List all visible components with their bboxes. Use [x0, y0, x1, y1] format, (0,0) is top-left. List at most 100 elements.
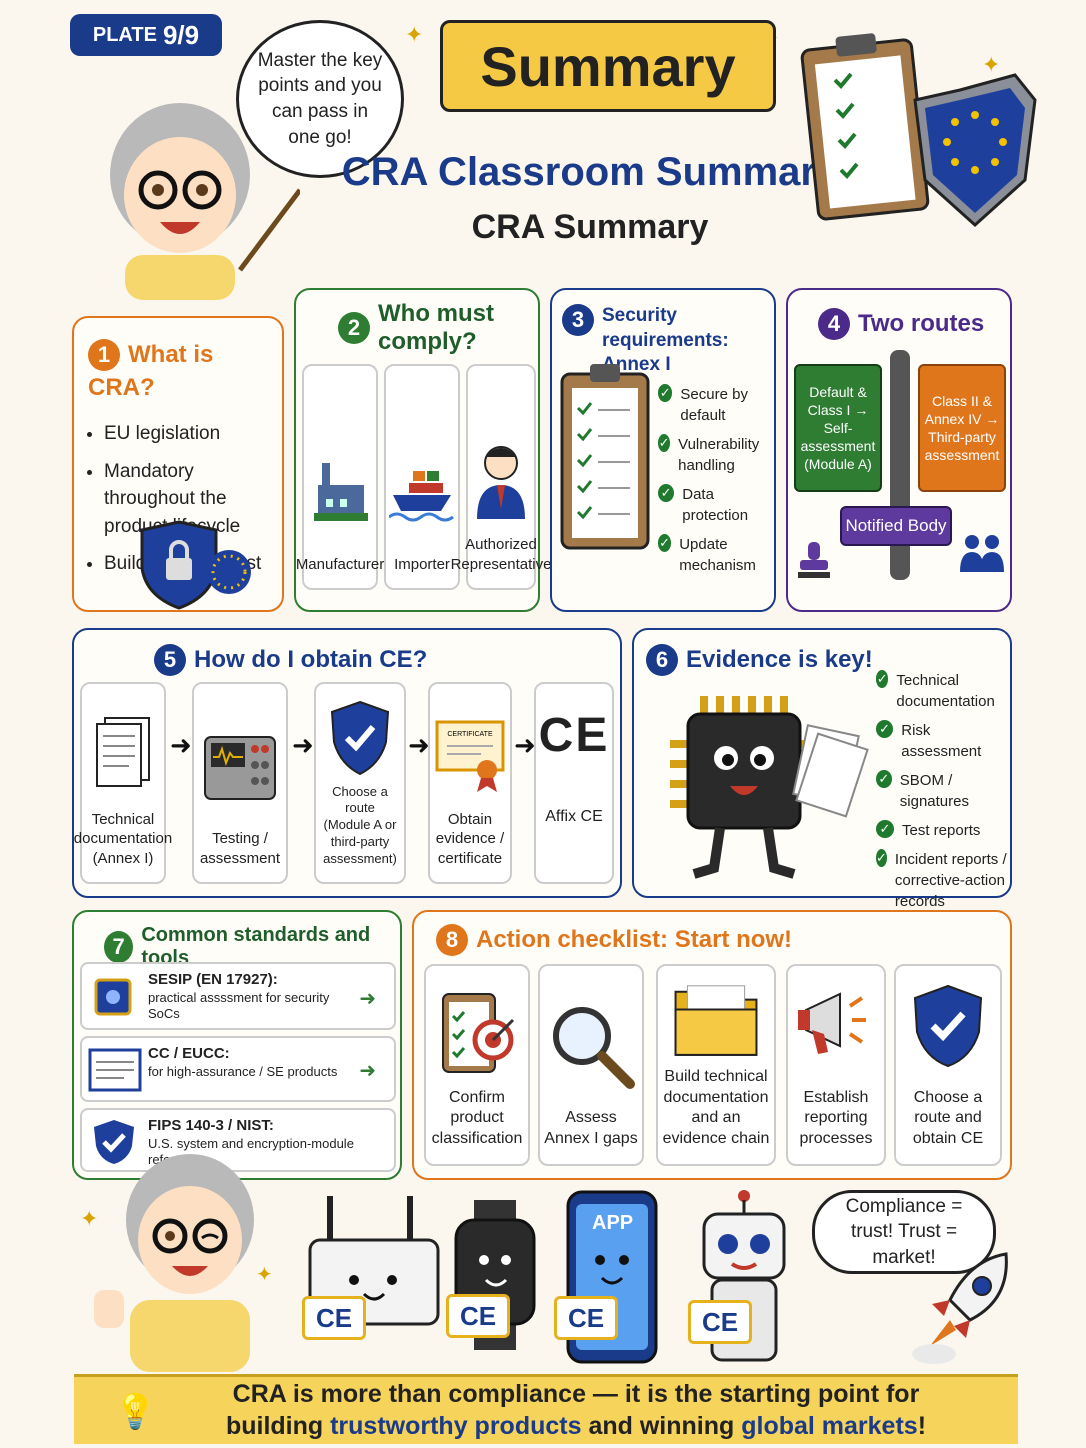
- arrow-right-icon: ➜: [514, 730, 536, 760]
- sparkle-icon: ✦: [256, 1264, 273, 1286]
- chip-mascot-icon: [670, 696, 869, 879]
- section-8-title: Action checklist: Start now!: [476, 926, 793, 953]
- section-5-number: 5: [154, 644, 186, 676]
- evidence-item-label: Test reports: [902, 822, 981, 839]
- app-label: APP: [592, 1212, 634, 1234]
- role-label: Manufacturer: [295, 555, 385, 573]
- teacher-thumbs-up-icon: [94, 1154, 254, 1372]
- section-2-title: Who must comply?: [378, 300, 494, 355]
- section-7-header: 7 Common standards and tools: [104, 924, 400, 970]
- page-subtitle: CRA Summary: [471, 208, 709, 246]
- megaphone-icon: [798, 992, 866, 1054]
- checklist-clipboard-icon: [560, 364, 650, 550]
- lock-shield-icon: [140, 520, 251, 610]
- evidence-item: ✓ SBOM / signatures: [876, 770, 1010, 812]
- security-item-label: Update mechanism: [679, 536, 756, 574]
- certificate-icon: CERTIFICATE: [435, 720, 505, 792]
- bottom-line-2: building trustworthy products and winnin…: [226, 1411, 926, 1442]
- check-icon: ✓: [658, 534, 672, 552]
- section-action-checklist: 8 Action checklist: Start now! Confirm p…: [412, 910, 1012, 1180]
- check-icon: ✓: [876, 770, 892, 788]
- evidence-list: ✓Technical documentation ✓Risk assessmen…: [876, 670, 1010, 920]
- section-5-title: How do I obtain CE?: [194, 646, 428, 673]
- evidence-item-label: Incident reports / corrective-action rec…: [894, 851, 1007, 910]
- ce-mark: CE: [538, 708, 610, 762]
- standard-name: SESIP (EN 17927):: [148, 971, 278, 988]
- security-item-label: Vulnerability handling: [678, 436, 760, 474]
- section-4-number: 4: [818, 308, 850, 340]
- clipboard-target-icon: [442, 992, 515, 1073]
- ce-step-label: Choose a route (Module A or third-party …: [323, 783, 397, 867]
- standard-row-cc-eucc: CC / EUCC: for high-assurance / SE produ…: [80, 1036, 396, 1102]
- section-evidence: 6 Evidence is key! ✓Technical documentat…: [632, 628, 1012, 910]
- section-two-routes: 4 Two routes Default & Class I → Self-as…: [786, 288, 1012, 612]
- arrow-right-icon: ➜: [359, 988, 376, 1010]
- shield-check-icon: [330, 700, 390, 775]
- section-who-must-comply: 2 Who must comply? Manufacturer Importer…: [294, 288, 551, 612]
- section-4-title: Two routes: [858, 310, 985, 337]
- section-4-header: 4 Two routes: [818, 308, 984, 340]
- page-title: CRA Classroom Summary: [341, 150, 839, 194]
- rocket-icon: [912, 1252, 1008, 1364]
- arrow-right-icon: ➜: [292, 730, 314, 760]
- chip-icon: [94, 978, 132, 1016]
- security-item: ✓Secure by default: [658, 384, 774, 426]
- standard-desc: for high-assurance / SE products: [148, 1063, 338, 1079]
- check-icon: ✓: [658, 434, 671, 452]
- standard-row-fips: FIPS 140-3 / NIST: U.S. system and encry…: [80, 1108, 396, 1172]
- router-device: CE: [300, 1196, 448, 1366]
- check-icon: ✓: [876, 720, 894, 738]
- action-card-documentation: Build technical documentation and an evi…: [656, 964, 776, 1166]
- phone-device: APP CE: [554, 1190, 664, 1370]
- action-label: Choose a route and obtain CE: [912, 1088, 984, 1148]
- security-item: ✓Data protection: [658, 484, 774, 526]
- role-card-importer: Importer: [384, 364, 460, 590]
- highlight-trustworthy: trustworthy products: [330, 1411, 582, 1440]
- check-icon: ✓: [876, 849, 887, 867]
- check-icon: ✓: [876, 820, 894, 838]
- cargo-ship-icon: [389, 470, 454, 521]
- section-6-number: 6: [646, 644, 678, 676]
- bottom-line-1: CRA is more than compliance — it is the …: [232, 1380, 920, 1409]
- documents-icon: [96, 716, 150, 787]
- plate-tag: PLATE 9/9: [70, 14, 222, 56]
- security-item-label: Data protection: [682, 486, 749, 524]
- ce-step-label: Technical documentation (Annex I): [73, 810, 173, 867]
- summary-banner: Summary: [440, 20, 776, 112]
- action-card-obtain-ce: Choose a route and obtain CE: [894, 964, 1002, 1166]
- route-sign-self-assessment: Default & Class I → Self-assessment (Mod…: [794, 364, 882, 492]
- evidence-item: ✓ Test reports: [876, 820, 1010, 841]
- section-7-number: 7: [104, 931, 134, 963]
- ce-step-documentation: Technical documentation (Annex I): [74, 682, 172, 884]
- sparkle-icon: ✦: [982, 52, 1001, 77]
- ce-step-choose-route: Choose a route (Module A or third-party …: [314, 682, 406, 884]
- security-list: ✓Secure by default ✓ Vulnerability handli…: [658, 384, 774, 584]
- shield-check-icon: [94, 1120, 134, 1164]
- route-label: Default & Class I → Self-assessment (Mod…: [800, 383, 876, 473]
- section-2-header: 2 Who must comply?: [338, 300, 508, 355]
- ce-badge: CE: [446, 1294, 510, 1338]
- ce-step-label: Obtain evidence / certificate: [435, 810, 505, 867]
- role-label: Importer: [394, 555, 450, 573]
- role-card-authorized-representative: Authorized Representative: [451, 364, 551, 590]
- bottom-text: !: [917, 1411, 927, 1440]
- standard-name: FIPS 140-3 / NIST:: [148, 1117, 274, 1134]
- action-label: Confirm product classification: [431, 1088, 523, 1148]
- evidence-item-label: SBOM / signatures: [899, 772, 969, 810]
- speech-bubble-top: Master the key points and you can pass i…: [236, 20, 404, 178]
- standard-row-sesip: SESIP (EN 17927): practical assssment fo…: [80, 962, 396, 1030]
- section-8-header: 8 Action checklist: Start now!: [436, 924, 792, 956]
- section-5-header: 5 How do I obtain CE?: [154, 644, 427, 676]
- svg-text:CERTIFICATE: CERTIFICATE: [447, 731, 493, 738]
- plate-label: PLATE: [92, 23, 157, 46]
- route-sign-third-party: Class II & Annex IV → Third-party assess…: [918, 364, 1006, 492]
- plate-number: 9/9: [162, 19, 200, 50]
- section-8-number: 8: [436, 924, 468, 956]
- cra-fact-item: Mandatory throughout the product lifecyc…: [104, 458, 282, 541]
- action-label: Assess Annex I gaps: [544, 1109, 638, 1148]
- bottom-text: building: [225, 1411, 331, 1440]
- action-card-reporting: Establish reporting processes: [786, 964, 886, 1166]
- teacher-character-icon: [110, 103, 300, 300]
- action-card-assess-gaps: Assess Annex I gaps: [538, 964, 644, 1166]
